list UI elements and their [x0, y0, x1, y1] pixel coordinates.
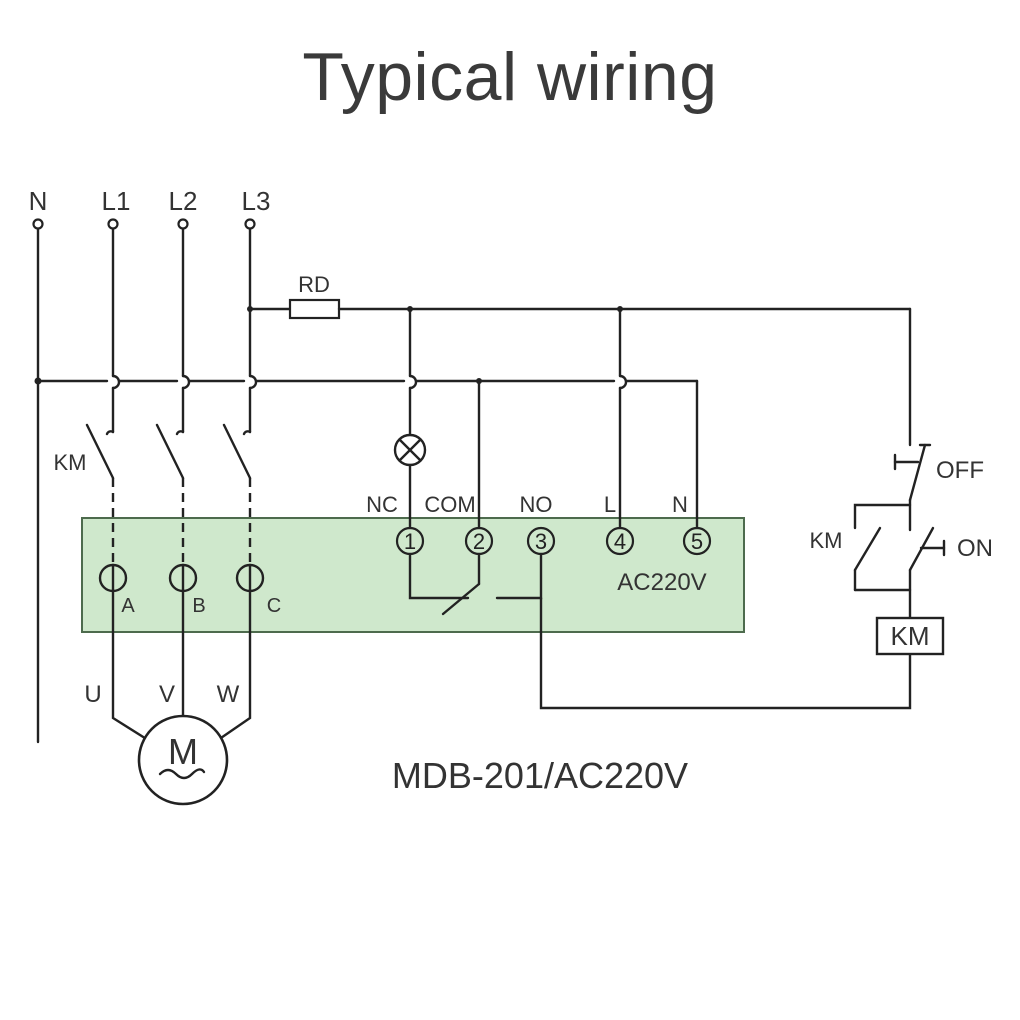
terminal-number-2: 2 — [473, 529, 485, 554]
terminal-label-no: NO — [520, 492, 553, 517]
junction-n — [34, 377, 42, 385]
on-label: ON — [957, 535, 993, 562]
ct-label-a: A — [121, 595, 135, 617]
supply-label-l2: L2 — [169, 186, 198, 216]
aux-branch-top — [853, 503, 912, 530]
protector-module — [81, 517, 745, 633]
supply-terminal-l1 — [107, 218, 119, 230]
aux-contact-label: KM — [810, 528, 843, 553]
contact-hook-l1 — [105, 430, 115, 436]
supply-terminal-l3 — [244, 218, 256, 230]
crossover-l2 — [181, 374, 191, 390]
fuse-label: RD — [298, 272, 330, 297]
terminal-label-l: L — [604, 492, 616, 517]
terminal-label-nc: NC — [366, 492, 398, 517]
contactor-label: KM — [54, 450, 87, 475]
motor-icon — [137, 714, 229, 806]
supply-terminal-n — [32, 218, 44, 230]
diagram-title: Typical wiring — [302, 39, 718, 115]
contactor-switch-icon — [85, 423, 252, 480]
motor-lead-u — [111, 563, 150, 742]
terminal-label-n: N — [672, 492, 688, 517]
crossover-l1 — [111, 374, 121, 390]
terminal-number-4: 4 — [614, 529, 626, 554]
module-voltage: AC220V — [617, 569, 706, 596]
off-label: OFF — [936, 457, 984, 484]
motor-lead-w — [216, 563, 252, 742]
ct-label-b: B — [192, 595, 205, 617]
crossover-l3 — [248, 374, 258, 390]
terminal-4 — [605, 526, 635, 556]
crossover-l — [618, 374, 628, 390]
motor-symbol: M — [168, 731, 198, 772]
ct-label-c: C — [267, 595, 281, 617]
coil-label: KM — [891, 621, 930, 651]
contact-hook-l2 — [175, 430, 185, 436]
motor-label-u: U — [84, 681, 101, 708]
no-return-wire — [539, 596, 912, 710]
supply-label-l3: L3 — [242, 186, 271, 216]
indicator-lamp-icon — [393, 433, 427, 467]
terminal-5 — [682, 526, 712, 556]
supply-label-l1: L1 — [102, 186, 131, 216]
terminal-number-1: 1 — [404, 529, 416, 554]
terminal-number-3: 3 — [535, 529, 547, 554]
model-name: MDB-201/AC220V — [392, 755, 688, 796]
coil-km — [875, 616, 945, 656]
motor-label-w: W — [217, 681, 240, 708]
fuse-rd — [288, 298, 341, 320]
contact-hook-l3 — [242, 430, 252, 436]
supply-terminal-l2 — [177, 218, 189, 230]
terminal-label-com: COM — [424, 492, 475, 517]
aux-contact-icon — [853, 526, 882, 592]
on-button-icon — [908, 526, 946, 572]
off-button-icon — [893, 443, 932, 502]
terminal-number-5: 5 — [691, 529, 703, 554]
supply-label-n: N — [29, 186, 48, 216]
motor-label-v: V — [159, 681, 175, 708]
crossover-lamp — [408, 374, 418, 390]
